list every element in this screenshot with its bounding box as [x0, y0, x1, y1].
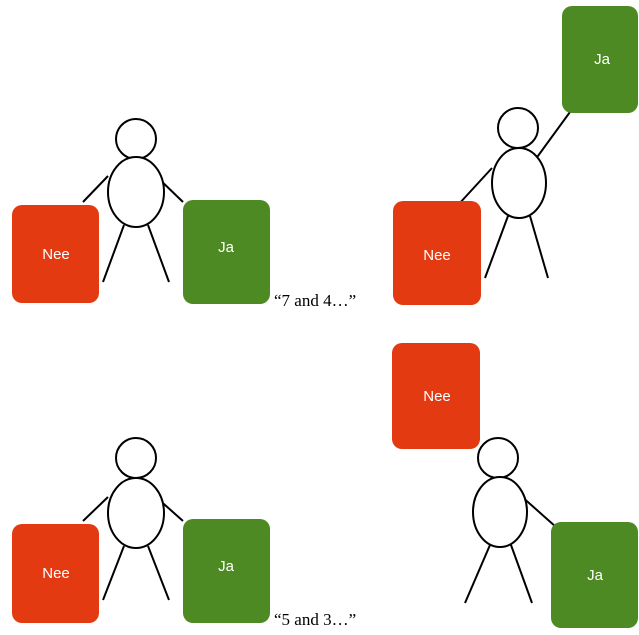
left-arm — [82, 496, 109, 522]
figure-body — [107, 477, 165, 549]
no-card-bg — [392, 343, 480, 449]
left-leg — [102, 545, 125, 601]
left-arm — [457, 167, 493, 206]
right-leg — [510, 544, 533, 604]
yes-card: Ja — [183, 200, 270, 304]
figure-head — [497, 107, 539, 149]
yes-card: Ja — [183, 519, 270, 623]
yes-card-label: Ja — [218, 558, 235, 575]
figure-head — [115, 118, 157, 160]
speech-caption: “5 and 3…” — [274, 610, 356, 629]
left-leg — [102, 224, 125, 283]
no-card-raised: Nee — [392, 343, 480, 449]
right-leg — [147, 545, 170, 601]
no-card-bg — [393, 201, 481, 305]
no-card: Nee — [12, 205, 99, 303]
stick-figure — [82, 437, 184, 601]
panel-bottom-left: Nee Ja “5 and 3…” — [12, 437, 356, 629]
figure-body — [472, 476, 528, 548]
yes-card-bg — [183, 519, 270, 623]
no-card-label: Nee — [423, 247, 451, 264]
yes-card-bg — [562, 6, 638, 113]
figure-body — [491, 147, 547, 219]
yes-card-raised: Ja — [562, 6, 638, 113]
no-card-label: Nee — [42, 565, 70, 582]
panel-top-left: Nee Ja “7 and 4…” — [12, 118, 356, 310]
yes-card-label: Ja — [587, 567, 604, 584]
right-leg — [147, 224, 170, 283]
figure-body — [107, 156, 165, 228]
stick-figure — [457, 107, 571, 279]
yes-card-bg — [183, 200, 270, 304]
right-arm-raised — [534, 111, 571, 161]
panel-bottom-right: Nee Ja — [392, 343, 638, 628]
no-card-bg — [12, 524, 99, 623]
yes-card-label: Ja — [594, 51, 611, 68]
yes-card: Ja — [551, 522, 638, 628]
no-card-bg — [12, 205, 99, 303]
no-card-label: Nee — [423, 388, 451, 405]
figure-head — [115, 437, 157, 479]
yes-card-bg — [551, 522, 638, 628]
stick-figure — [444, 424, 566, 604]
left-leg — [464, 544, 491, 604]
stick-figure — [82, 118, 184, 283]
panel-top-right: Nee Ja — [393, 6, 638, 305]
left-arm — [82, 175, 109, 203]
figure-head — [477, 437, 519, 479]
no-card: Nee — [393, 201, 481, 305]
yes-card-label: Ja — [218, 239, 235, 256]
no-card: Nee — [12, 524, 99, 623]
no-card-label: Nee — [42, 246, 70, 263]
left-leg — [484, 215, 509, 279]
right-leg — [529, 215, 549, 279]
speech-caption: “7 and 4…” — [274, 291, 356, 310]
